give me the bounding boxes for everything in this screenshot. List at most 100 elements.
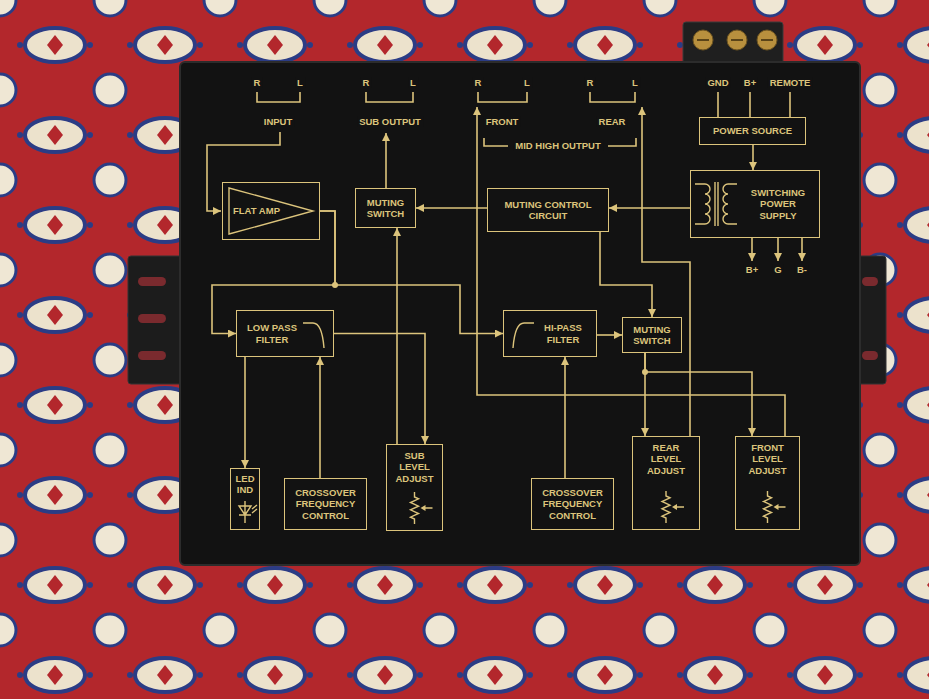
terminal-label: B+ bbox=[742, 77, 758, 88]
level-adjust-block: SUB LEVEL ADJUST bbox=[386, 444, 443, 531]
signal-connector bbox=[416, 207, 487, 209]
block-label: MUTING SWITCH bbox=[627, 324, 677, 347]
connector-label: INPUT bbox=[262, 116, 295, 127]
supply-rail-wire bbox=[801, 238, 803, 261]
connector-group bbox=[212, 145, 753, 478]
block-label: CROSSOVER FREQUENCY CONTROL bbox=[289, 487, 362, 521]
block-label: MUTING SWITCH bbox=[360, 197, 411, 220]
pot-symbol-lines bbox=[662, 491, 684, 523]
channel-label: R bbox=[585, 77, 596, 88]
amp-symbol-lines bbox=[229, 188, 313, 234]
lowpass-symbol-lines bbox=[303, 323, 324, 348]
terminal-label: G bbox=[772, 264, 783, 275]
supply-rail-wire bbox=[751, 238, 753, 261]
sub-output-wire bbox=[385, 133, 387, 188]
channel-label: L bbox=[522, 77, 532, 88]
front-output-wire bbox=[477, 107, 785, 436]
pot-symbol-lines bbox=[764, 491, 786, 523]
power-supply-block: SWITCHING POWER SUPPLY bbox=[690, 170, 820, 238]
control-block: CROSSOVER FREQUENCY CONTROL bbox=[284, 478, 367, 530]
xfmr-symbol-lines bbox=[695, 182, 737, 226]
signal-connector bbox=[396, 228, 398, 444]
mounting-slot bbox=[862, 277, 878, 286]
terminal-label: REMOTE bbox=[768, 77, 813, 88]
led-symbol-lines bbox=[239, 501, 257, 523]
connector-label: FRONT bbox=[484, 116, 521, 127]
rear-output-wire bbox=[642, 107, 690, 436]
block-label: HI-PASS FILTER bbox=[537, 322, 589, 345]
filter-block: LOW PASS FILTER bbox=[236, 310, 334, 357]
amplifier-block: FLAT AMP bbox=[222, 182, 320, 240]
signal-connector bbox=[334, 334, 425, 445]
channel-label: R bbox=[252, 77, 263, 88]
block-label: LED IND bbox=[233, 473, 257, 496]
block-label: SWITCHING POWER SUPPLY bbox=[742, 187, 814, 221]
pot-outline bbox=[764, 491, 786, 523]
block-label: FLAT AMP bbox=[233, 205, 280, 216]
connector-bracket bbox=[366, 92, 413, 102]
signal-connector bbox=[244, 357, 246, 468]
signal-connector bbox=[645, 353, 752, 436]
signal-connector bbox=[320, 211, 503, 334]
muting-switch-block: MUTING SWITCH bbox=[355, 188, 416, 228]
highpass-symbol-lines bbox=[513, 323, 534, 348]
signal-connector bbox=[600, 232, 652, 317]
channel-label: L bbox=[295, 77, 305, 88]
wiper-arrow bbox=[774, 504, 779, 510]
indicator-block: LED IND bbox=[230, 468, 260, 530]
screw-slot bbox=[697, 39, 773, 41]
mounting-slot bbox=[138, 351, 166, 360]
connector-label: REAR bbox=[597, 116, 628, 127]
muting-switch-block: MUTING SWITCH bbox=[622, 317, 682, 353]
level-adjust-block: REAR LEVEL ADJUST bbox=[632, 436, 700, 530]
channel-label: R bbox=[473, 77, 484, 88]
mounting-slot bbox=[138, 277, 166, 286]
block-label: MUTING CONTROL CIRCUIT bbox=[493, 199, 603, 222]
mounting-slot bbox=[138, 314, 166, 323]
pot-outline bbox=[411, 492, 433, 524]
amp-outline bbox=[229, 188, 313, 234]
signal-connector bbox=[564, 357, 566, 478]
control-block: CROSSOVER FREQUENCY CONTROL bbox=[531, 478, 614, 530]
terminal-label: B- bbox=[795, 264, 809, 275]
wiper-arrow bbox=[672, 504, 677, 510]
signal-connector bbox=[597, 334, 622, 336]
power-terminal-wire bbox=[718, 92, 790, 117]
terminal-label: GND bbox=[705, 77, 730, 88]
supply-rail-wire bbox=[777, 238, 779, 261]
xfmr-outline bbox=[695, 182, 737, 226]
block-label: LOW PASS FILTER bbox=[244, 322, 300, 345]
connector-label: MID HIGH OUTPUT bbox=[513, 140, 603, 151]
wiper-arrow bbox=[421, 505, 426, 511]
signal-connector bbox=[752, 145, 754, 170]
channel-label: L bbox=[630, 77, 640, 88]
signal-connector bbox=[319, 357, 321, 478]
signal-connector bbox=[609, 207, 690, 209]
connector-bracket bbox=[478, 92, 527, 102]
block-label: FRONT LEVEL ADJUST bbox=[740, 442, 795, 476]
block-label: POWER SOURCE bbox=[713, 125, 792, 136]
block-label: SUB LEVEL ADJUST bbox=[391, 450, 438, 484]
terminal-block bbox=[683, 22, 783, 66]
lowpass-outline bbox=[303, 323, 324, 348]
connector-bracket bbox=[590, 92, 635, 102]
level-adjust-block: FRONT LEVEL ADJUST bbox=[735, 436, 800, 530]
pot-outline bbox=[662, 491, 684, 523]
pot-symbol-lines bbox=[411, 492, 433, 524]
highpass-outline bbox=[513, 323, 534, 348]
led-outline bbox=[239, 501, 257, 523]
crossover-housing bbox=[180, 62, 860, 565]
channel-label: L bbox=[408, 77, 418, 88]
block-label: REAR LEVEL ADJUST bbox=[637, 442, 695, 476]
filter-block: HI-PASS FILTER bbox=[503, 310, 597, 357]
xfmr-symbol bbox=[691, 171, 819, 237]
mounting-slot bbox=[862, 351, 878, 360]
connector-bracket bbox=[257, 92, 300, 102]
block-label: CROSSOVER FREQUENCY CONTROL bbox=[536, 487, 609, 521]
power-source-block: POWER SOURCE bbox=[699, 117, 806, 145]
